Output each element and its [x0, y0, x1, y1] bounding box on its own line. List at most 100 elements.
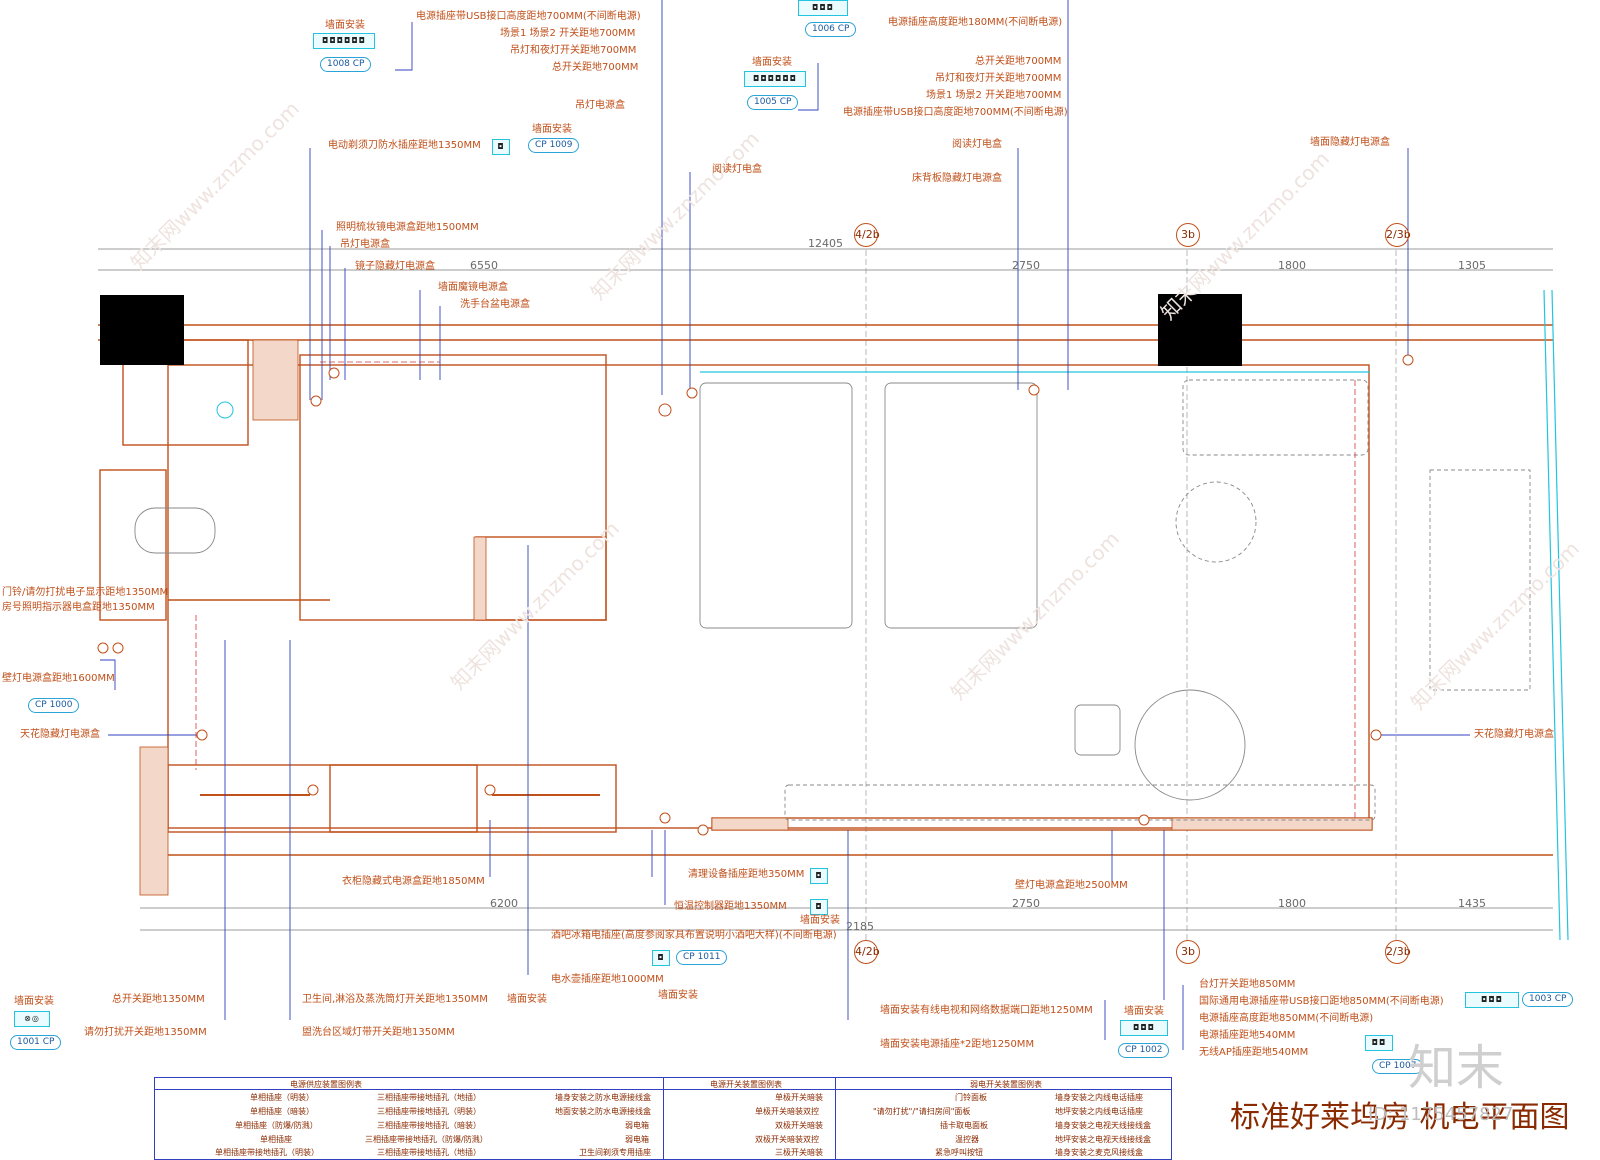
- label-wall-mount: 墙面安装: [752, 57, 792, 68]
- axis-lines: [865, 250, 1397, 945]
- label-dnd-switch: 请勿打扰开关距地1350MM: [84, 1027, 207, 1038]
- window-line: [700, 289, 1569, 941]
- label-basin-box: 洗手台盆电源盒: [460, 299, 530, 310]
- column-right: [1158, 294, 1242, 366]
- legend-item: "请勿打扰"/"请扫房间"面板: [873, 1107, 971, 1116]
- label-wall-mount: 墙面安装: [532, 124, 572, 135]
- label-scene-switch: 场景1 场景2 开关距地700MM: [926, 90, 1062, 101]
- legend-table: 电源供应装置图例表 电源开关装置图例表 弱电开关装置图例表 单相插座（明装） 单…: [154, 1077, 1172, 1160]
- label-wall-mount: 墙面安装: [800, 915, 840, 926]
- socket-symbol: ◘◘◘◘◘◘: [313, 33, 375, 49]
- legend-item: 单极开关暗装双控: [755, 1107, 819, 1116]
- tag-1011: CP 1011: [676, 950, 728, 965]
- label-ceiling-light: 天花隐藏灯电源盒: [20, 729, 100, 740]
- dimension: 1800: [1278, 897, 1306, 910]
- label-wifi-socket: 无线AP插座距地540MM: [1199, 1047, 1309, 1058]
- legend-item: 墙身安装之内线电话插座: [1055, 1093, 1143, 1102]
- legend-header: 电源开关装置图例表: [710, 1080, 782, 1089]
- hatched-walls: [139, 339, 1373, 896]
- tag-1001: 1001 CP: [10, 1035, 62, 1050]
- label-wall-mount: 墙面安装: [14, 996, 54, 1007]
- socket-symbol: ◘◘◘: [1120, 1020, 1168, 1036]
- legend-item: 弱电箱: [625, 1121, 649, 1130]
- legend-item: 三相插座带接地插孔（明装）: [377, 1107, 481, 1116]
- socket-symbol: ◘◘◘◘◘◘: [744, 71, 806, 87]
- brand-logo: 知末: [1408, 1040, 1505, 1096]
- label-wall-mount: 墙面安装: [325, 20, 365, 31]
- label-socket-850: 电源插座高度距地850MM(不间断电源): [1199, 1013, 1374, 1024]
- tag-1005: 1005 CP: [747, 95, 799, 110]
- label-socket-540: 电源插座距地540MM: [1199, 1030, 1296, 1041]
- dimension: 2750: [1012, 897, 1040, 910]
- tag-1002: CP 1002: [1118, 1043, 1170, 1058]
- socket-symbol: ⊗◎: [14, 1011, 50, 1027]
- label-headboard-light: 床背板隐藏灯电源盒: [912, 173, 1002, 184]
- label-scene-switch: 场景1 场景2 开关距地700MM: [500, 28, 636, 39]
- label-fridge-socket: 酒吧冰箱电插座(高度参阅家具布置说明小酒吧大样)(不间断电源): [551, 930, 837, 941]
- dimension: 6200: [490, 897, 518, 910]
- label-room-number: 房号照明指示器电盒距地1350MM: [2, 602, 155, 613]
- label-doorbell: 门铃/请勿打扰电子显示距地1350MM: [2, 587, 169, 598]
- label-main-switch: 总开关距地700MM: [552, 62, 639, 73]
- label-wall-hidden-light: 墙面隐藏灯电源盒: [1310, 137, 1390, 148]
- legend-header: 电源供应装置图例表: [290, 1080, 362, 1089]
- legend-item: 三相插座带接地插孔（防爆/防溅）: [365, 1135, 488, 1144]
- legend-item: 地坪安装之电视天线接线盒: [1055, 1135, 1151, 1144]
- axis-bubble: 4/2b: [854, 223, 880, 247]
- legend-item: 三相插座带接地插孔（地插）: [377, 1093, 481, 1102]
- label-mirror-light: 镜子隐藏灯电源盒: [355, 261, 435, 272]
- legend-item: 墙身安装之电视天线接线盒: [1055, 1121, 1151, 1130]
- legend-item: 墙身安装之防水电源接线盒: [555, 1093, 651, 1102]
- legend-item: 单相插座带接地插孔（明装）: [215, 1148, 319, 1157]
- legend-item: 卫生间剃须专用插座: [579, 1148, 651, 1157]
- label-lamp-switch: 吊灯和夜灯开关距地700MM: [510, 45, 637, 56]
- label-shaver-socket: 电动剃须刀防水插座距地1350MM: [328, 140, 481, 151]
- label-pendant-box: 吊灯电源盒: [575, 100, 625, 111]
- label-wall-mount: 墙面安装: [507, 994, 547, 1005]
- label-wall-lamp: 壁灯电源盒距地2500MM: [1015, 880, 1128, 891]
- legend-item: 单相插座: [260, 1135, 292, 1144]
- socket-symbol: ◘: [810, 899, 828, 915]
- label-main-switch: 总开关距地1350MM: [112, 994, 205, 1005]
- axis-bubble: 3b: [1176, 223, 1200, 247]
- label-vanity-mirror: 照明梳妆镜电源盒距地1500MM: [336, 222, 479, 233]
- legend-item: 单极开关暗装: [775, 1093, 823, 1102]
- label-kettle-socket: 电水壶插座距地1000MM: [551, 974, 664, 985]
- label-main-switch: 总开关距地700MM: [975, 56, 1062, 67]
- legend-item: 三极开关暗装: [775, 1148, 823, 1157]
- label-lamp-switch: 吊灯和夜灯开关距地700MM: [935, 73, 1062, 84]
- label-desk-lamp: 台灯开关距地850MM: [1199, 979, 1296, 990]
- label-magic-mirror: 墙面魔镜电源盒: [438, 282, 508, 293]
- legend-item: 三相插座带接地插孔（地插）: [377, 1148, 481, 1157]
- tag-1003: 1003 CP: [1522, 992, 1574, 1007]
- tag-1009: CP 1009: [528, 138, 580, 153]
- dimension: 2750: [1012, 259, 1040, 272]
- legend-item: 双极开关暗装双控: [755, 1135, 819, 1144]
- label-reading-lamp: 阅读灯电盒: [712, 164, 762, 175]
- dimension: 1800: [1278, 259, 1306, 272]
- tag-1008: 1008 CP: [320, 57, 372, 72]
- label-thermostat: 恒温控制器距地1350MM: [674, 901, 787, 912]
- legend-item: 单相插座（明装）: [250, 1093, 314, 1102]
- socket-symbol: ◘: [492, 139, 510, 155]
- socket-symbol: ◘: [810, 868, 828, 884]
- label-tv-data: 墙面安装有线电视和网络数据端口距地1250MM: [880, 1005, 1093, 1016]
- brand-id: ID: 1175457827: [1368, 1104, 1514, 1125]
- label-wall-mount: 墙面安装: [1124, 1006, 1164, 1017]
- axis-bubble: 3b: [1176, 940, 1200, 964]
- device-symbols: [97, 354, 1414, 836]
- legend-item: 紧急呼叫按钮: [935, 1148, 983, 1157]
- beds: [134, 379, 1531, 821]
- column-left: [100, 295, 184, 365]
- legend-item: 单相插座（暗装）: [250, 1107, 314, 1116]
- tag-1000: CP 1000: [28, 698, 80, 713]
- dimension: 1305: [1458, 259, 1486, 272]
- label-wall-mount: 墙面安装: [658, 990, 698, 1001]
- label-wardrobe-box: 衣柜隐藏式电源盒距地1850MM: [342, 876, 485, 887]
- legend-item: 双极开关暗装: [775, 1121, 823, 1130]
- axis-bubble: 2/3b: [1385, 223, 1411, 247]
- dimension: 6550: [470, 259, 498, 272]
- label-bath-switch: 卫生间,淋浴及蒸洗筒灯开关距地1350MM: [302, 994, 488, 1005]
